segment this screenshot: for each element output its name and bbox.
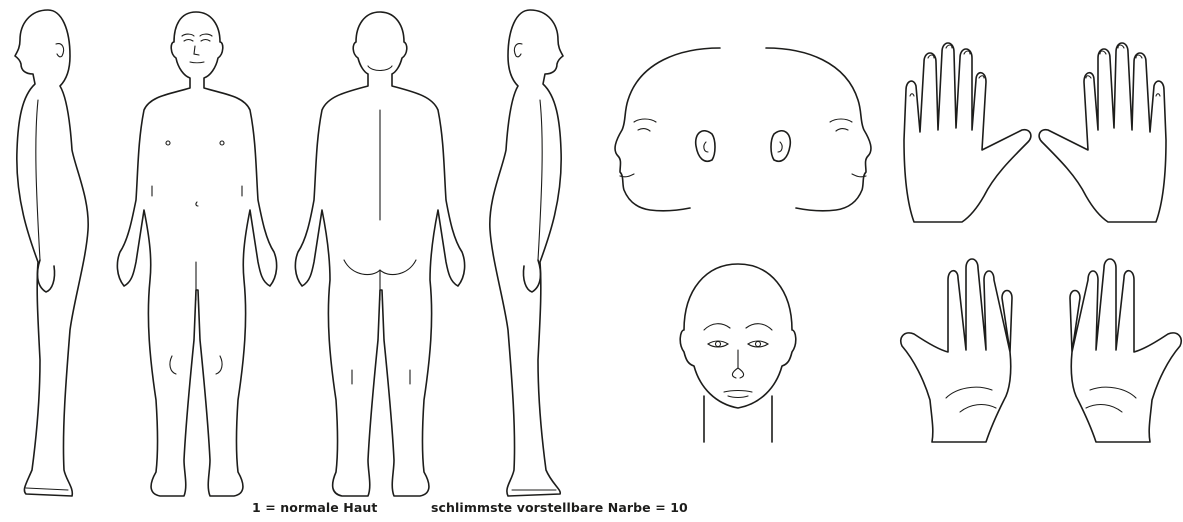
body-right-side-view: [490, 10, 563, 496]
head-front-view: [680, 264, 796, 442]
body-front-view: [117, 12, 276, 496]
hand-palmar-right: [1070, 259, 1181, 442]
body-back-view: [295, 12, 464, 496]
scale-max-label: schlimmste vorstellbare Narbe = 10: [431, 500, 688, 515]
hand-dorsal-right: [1039, 43, 1166, 222]
hand-palmar-left: [901, 259, 1012, 442]
hand-dorsal-left: [904, 43, 1031, 222]
scale-min-label: 1 = normale Haut: [252, 500, 377, 515]
head-left-profile: [615, 48, 720, 211]
body-left-side-view: [15, 10, 88, 496]
head-right-profile: [766, 48, 871, 211]
